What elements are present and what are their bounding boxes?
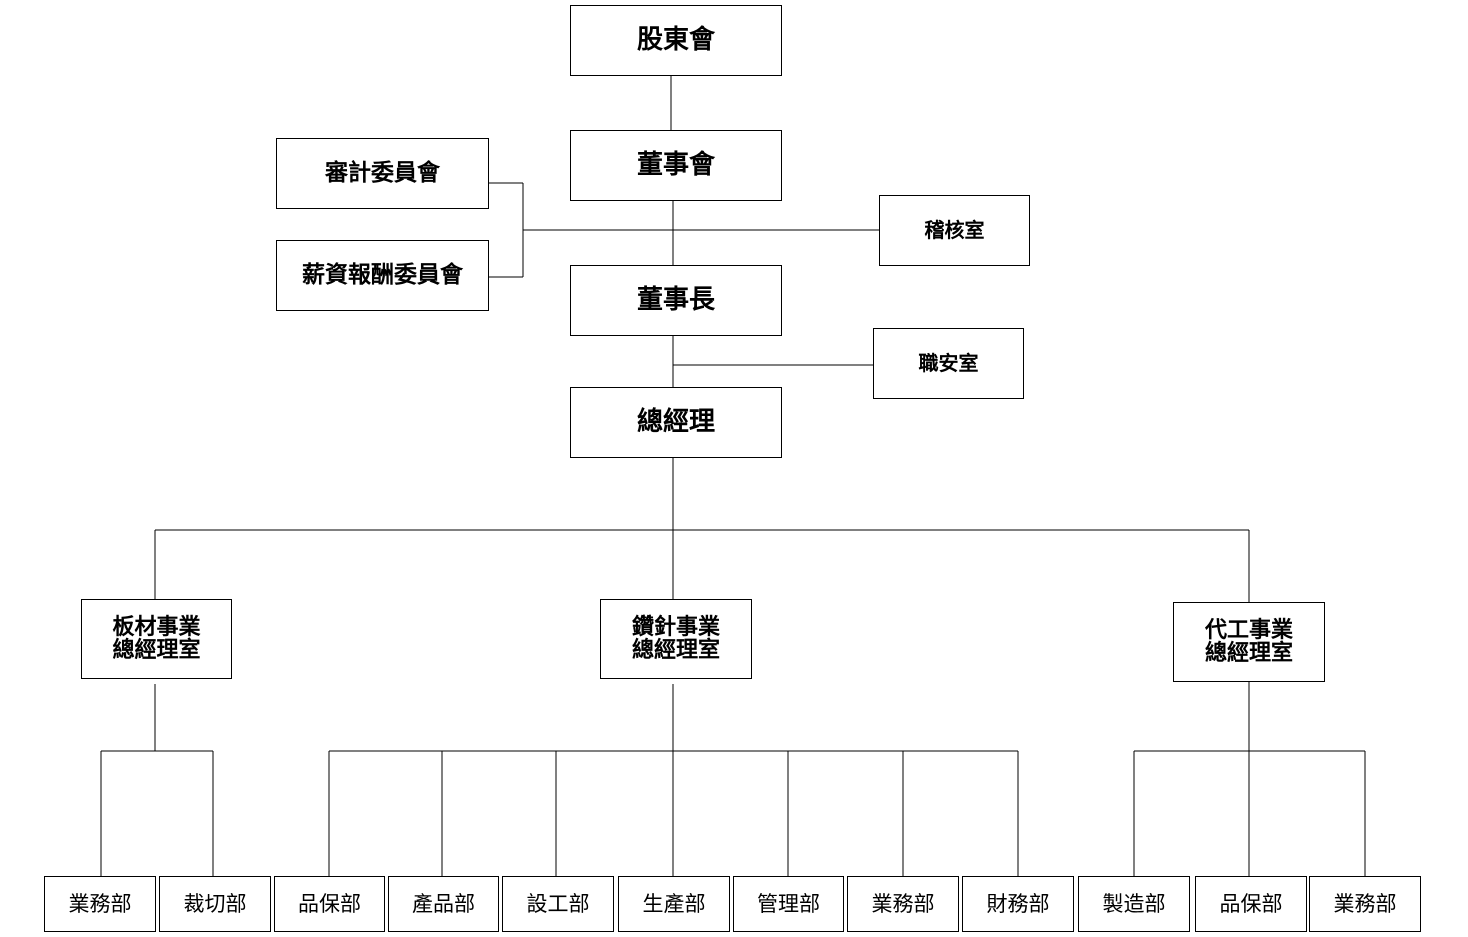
- department-label: 裁切部: [183, 891, 247, 916]
- department-label: 業務部: [1333, 891, 1397, 916]
- department-box: 管理部: [733, 876, 844, 932]
- department-box: 製造部: [1078, 876, 1190, 932]
- department-label: 財務部: [986, 891, 1050, 916]
- department-label: 設工部: [526, 891, 590, 916]
- department-box: 財務部: [962, 876, 1074, 932]
- department-label: 業務部: [871, 891, 935, 916]
- board-box: 董事會: [570, 130, 782, 201]
- department-label: 製造部: [1102, 891, 1166, 916]
- department-box: 生產部: [618, 876, 730, 932]
- safety-office-label: 職安室: [918, 351, 979, 375]
- department-label: 生產部: [642, 891, 706, 916]
- board-label: 董事會: [636, 149, 715, 180]
- department-label: 品保部: [298, 891, 361, 916]
- department-box: 品保部: [274, 876, 385, 932]
- division-contract-manufacturing-label: 代工事業 總經理室: [1204, 617, 1293, 666]
- department-box: 品保部: [1195, 876, 1307, 932]
- shareholders-label: 股東會: [636, 24, 715, 55]
- division-board-materials-label: 板材事業 總經理室: [112, 614, 201, 663]
- department-label: 業務部: [68, 891, 132, 916]
- chairman-label: 董事長: [636, 284, 715, 315]
- department-box: 設工部: [502, 876, 614, 932]
- audit-committee-box: 審計委員會: [276, 138, 489, 209]
- department-label: 品保部: [1219, 891, 1283, 916]
- department-label: 產品部: [412, 891, 475, 916]
- department-box: 產品部: [388, 876, 499, 932]
- audit-committee-label: 審計委員會: [325, 160, 440, 187]
- safety-office-box: 職安室: [873, 328, 1024, 399]
- department-label: 管理部: [757, 891, 820, 916]
- division-contract-manufacturing-box: 代工事業 總經理室: [1173, 602, 1325, 682]
- shareholders-box: 股東會: [570, 5, 782, 76]
- audit-office-label: 稽核室: [924, 218, 985, 242]
- general-manager-box: 總經理: [570, 387, 782, 458]
- audit-office-box: 稽核室: [879, 195, 1030, 266]
- compensation-committee-label: 薪資報酬委員會: [302, 262, 463, 289]
- division-drill-bits-box: 鑽針事業 總經理室: [600, 599, 752, 679]
- chairman-box: 董事長: [570, 265, 782, 336]
- division-board-materials-box: 板材事業 總經理室: [81, 599, 232, 679]
- compensation-committee-box: 薪資報酬委員會: [276, 240, 489, 311]
- department-box: 裁切部: [159, 876, 271, 932]
- division-drill-bits-label: 鑽針事業 總經理室: [631, 614, 720, 663]
- department-box: 業務部: [847, 876, 959, 932]
- department-box: 業務部: [44, 876, 156, 932]
- general-manager-label: 總經理: [636, 406, 715, 437]
- department-box: 業務部: [1309, 876, 1421, 932]
